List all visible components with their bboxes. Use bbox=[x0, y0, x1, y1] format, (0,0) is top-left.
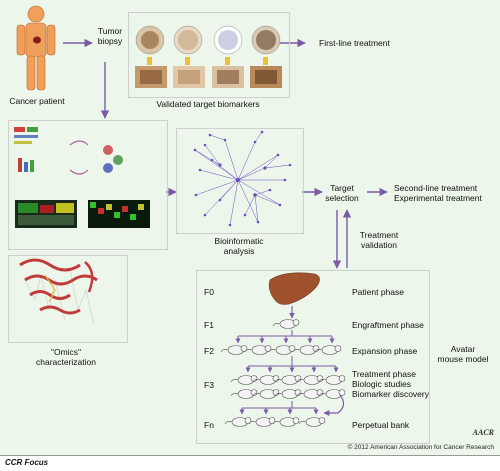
mouse-f2-2 bbox=[268, 345, 296, 355]
label-first-line: First-line treatment bbox=[319, 38, 390, 48]
mice-layer bbox=[220, 319, 346, 427]
phase-label-fn: Perpetual bank bbox=[352, 420, 410, 430]
biomarker-images bbox=[135, 25, 282, 88]
diagram-graphics bbox=[14, 5, 388, 427]
mouse-fn-2 bbox=[272, 417, 300, 427]
aacr-logo: AACR bbox=[472, 428, 494, 437]
mouse-f3a-2 bbox=[274, 375, 302, 385]
phase-code-f2: F2 bbox=[204, 346, 214, 356]
phase-label-f3: Treatment phase Biologic studies Biomark… bbox=[352, 369, 429, 399]
mouse-f3a-1 bbox=[252, 375, 280, 385]
mouse-f3a-0 bbox=[230, 375, 258, 385]
perpetual-loop-arrow bbox=[323, 394, 345, 416]
mouse-f2-1 bbox=[244, 345, 272, 355]
mouse-f1 bbox=[272, 319, 300, 329]
label-validated-biomarkers: Validated target biomarkers bbox=[156, 99, 260, 109]
mouse-fn-0 bbox=[224, 417, 252, 427]
protein-panel bbox=[8, 255, 128, 343]
mouse-f3b-0 bbox=[230, 389, 258, 399]
network-nodes bbox=[193, 130, 292, 227]
label-treatment-validation: Treatment validation bbox=[359, 230, 399, 250]
mouse-f3b-4 bbox=[318, 389, 346, 399]
network-graph bbox=[194, 131, 291, 226]
label-omics: "Omics" characterization bbox=[35, 347, 96, 367]
mouse-f3b-3 bbox=[296, 389, 324, 399]
liver-illustration bbox=[268, 272, 320, 305]
label-bioinformatic: Bioinformatic analysis bbox=[214, 236, 264, 256]
tumor-mark bbox=[33, 36, 41, 44]
mouse-f2-4 bbox=[314, 345, 342, 355]
mouse-f3b-1 bbox=[252, 389, 280, 399]
biomarker-panel bbox=[128, 12, 290, 98]
diagram-canvas: Cancer patient Tumor biopsy Validated ta… bbox=[0, 0, 500, 455]
mouse-f3a-3 bbox=[296, 375, 324, 385]
mouse-f2-0 bbox=[220, 345, 248, 355]
mouse-fn-1 bbox=[248, 417, 276, 427]
network-panel bbox=[176, 128, 304, 234]
label-tumor-biopsy: Tumor biopsy bbox=[97, 26, 123, 46]
mouse-f3a-4 bbox=[318, 375, 346, 385]
phase-label-f2: Expansion phase bbox=[352, 346, 418, 356]
footer-journal-name: CCR Focus bbox=[5, 458, 49, 467]
copyright-notice: © 2012 American Association for Cancer R… bbox=[347, 444, 494, 451]
patient-figure bbox=[16, 5, 56, 91]
omics-panel bbox=[8, 120, 168, 250]
phase-code-f0: F0 bbox=[204, 287, 214, 297]
footer-bar: CCR Focus bbox=[0, 455, 500, 471]
mouse-fn-3 bbox=[298, 417, 326, 427]
phase-code-f3: F3 bbox=[204, 380, 214, 390]
avatar-panel bbox=[196, 270, 430, 444]
mouse-f3b-2 bbox=[274, 389, 302, 399]
omics-protocol-panel bbox=[14, 127, 150, 228]
label-target-selection: Target selection bbox=[325, 183, 359, 203]
phase-code-fn: Fn bbox=[204, 420, 214, 430]
phase-code-f1: F1 bbox=[204, 320, 214, 330]
phase-label-f1: Engraftment phase bbox=[352, 320, 424, 330]
phase-label-f0: Patient phase bbox=[352, 287, 404, 297]
phase-arrows bbox=[235, 330, 339, 415]
mouse-f2-3 bbox=[292, 345, 320, 355]
label-second-line: Second-line treatment Experimental treat… bbox=[394, 183, 482, 203]
protein-structure bbox=[19, 258, 98, 326]
label-cancer-patient: Cancer patient bbox=[9, 96, 65, 106]
label-avatar-model: Avatar mouse model bbox=[437, 344, 489, 364]
